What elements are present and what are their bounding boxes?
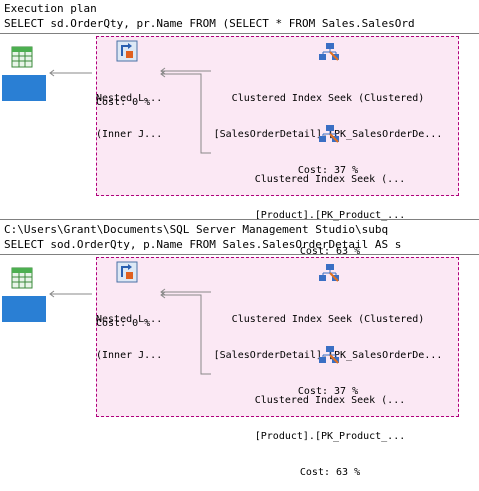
seek-cost: Cost: 37 % — [297, 165, 359, 176]
query-text: SELECT sod.OrderQty, p.Name FROM Sales.S… — [4, 238, 402, 251]
nested-loop-icon — [116, 261, 138, 283]
seek-cost: Cost: 63 % — [299, 246, 361, 257]
plan-arrows — [49, 67, 211, 154]
seek-label: Clustered Index Seek (... — [254, 395, 406, 406]
seek-node-2[interactable]: Clustered Index Seek (... [Product].[PK_… — [240, 150, 420, 270]
nested-loop-icon — [116, 40, 138, 62]
plan-region — [96, 257, 459, 417]
select-label: SELECT — [4, 321, 41, 332]
divider — [0, 219, 479, 220]
select-cost: Cost:... — [4, 136, 53, 147]
select-icon — [11, 46, 33, 68]
file-path: C:\Users\Grant\Documents\SQL Server Mana… — [4, 223, 389, 236]
select-label: SELECT — [4, 100, 41, 111]
index-seek-icon — [319, 43, 339, 61]
nested-loop-node[interactable]: Nested L... (Inner J... — [96, 69, 162, 153]
seek-label: Clustered Index Seek (Clustered) — [231, 93, 425, 104]
index-seek-icon — [319, 346, 339, 364]
select-node[interactable]: SELECT Cost:... — [2, 296, 52, 368]
nested-loop-join: (Inner J... — [96, 129, 163, 140]
seek-cost: Cost: 37 % — [297, 386, 359, 397]
seek-label: Clustered Index Seek (Clustered) — [231, 314, 425, 325]
nested-loop-cost: Cost: 0 % — [96, 318, 151, 329]
seek-cost: Cost: 63 % — [299, 467, 361, 478]
plan-arrows — [49, 288, 211, 375]
seek-node-2[interactable]: Clustered Index Seek (... [Product].[PK_… — [240, 371, 420, 491]
seek-label: Clustered Index Seek (... — [254, 174, 406, 185]
seek-object: [Product].[PK_Product_... — [254, 210, 406, 221]
nested-loop-label: Nested L... — [96, 314, 163, 325]
index-seek-icon — [319, 264, 339, 282]
divider — [0, 254, 479, 255]
divider — [0, 33, 479, 34]
nested-loop-node[interactable]: Nested L... (Inner J... — [96, 290, 162, 374]
plan-header: Execution plan — [4, 2, 97, 15]
nested-loop-join: (Inner J... — [96, 350, 163, 361]
nested-loop-cost: Cost: 0 % — [96, 97, 151, 108]
query-text: SELECT sd.OrderQty, pr.Name FROM (SELECT… — [4, 17, 415, 30]
index-seek-icon — [319, 125, 339, 143]
select-node[interactable]: SELECT Cost:... — [2, 75, 52, 147]
plan-region — [96, 36, 459, 196]
select-icon — [11, 267, 33, 289]
nested-loop-label: Nested L... — [96, 93, 163, 104]
select-cost: Cost:... — [4, 357, 53, 368]
